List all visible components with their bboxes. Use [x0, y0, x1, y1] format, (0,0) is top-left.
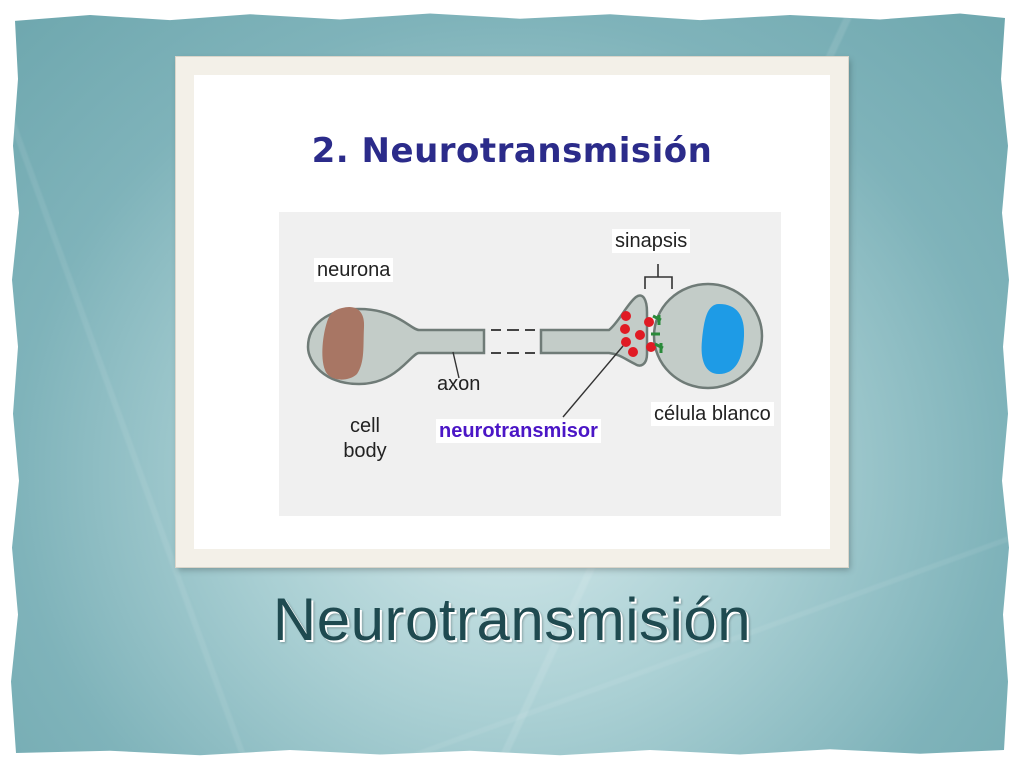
neuron-diagram: neurona sinapsis axon cell body neurotra…: [279, 212, 781, 516]
label-neurona: neurona: [314, 258, 394, 282]
label-celula-blanco: célula blanco: [651, 402, 774, 426]
label-neurotransmisor: neurotransmisor: [436, 419, 601, 443]
neuron-illustration: [306, 264, 764, 418]
receptors: [651, 314, 664, 353]
label-cell-body: cell body: [343, 415, 387, 462]
slide-title: Neurotransmisión: [272, 586, 752, 653]
label-axon: axon: [437, 373, 481, 395]
axon-leader: [452, 351, 460, 379]
sinapsis-bracket: [644, 276, 673, 289]
neurotransmisor-leader: [562, 345, 624, 418]
diagram-card: 2. Neurotransmisión: [194, 75, 830, 549]
source-nucleus: [322, 306, 365, 380]
axon-break: [491, 329, 535, 354]
neurotransmitters: [620, 311, 656, 357]
photo-frame: 2. Neurotransmisión: [176, 57, 848, 567]
diagram-title: 2. Neurotransmisión: [311, 131, 713, 171]
target-nucleus: [701, 304, 745, 374]
label-sinapsis: sinapsis: [612, 229, 691, 253]
